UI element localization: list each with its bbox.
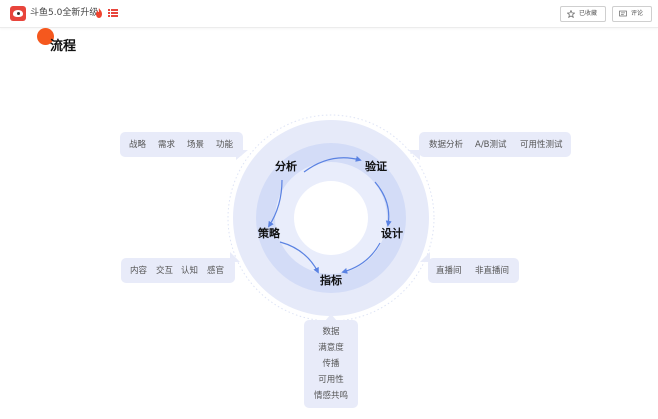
bubble-item: 需求 bbox=[158, 140, 176, 150]
bubble-tail bbox=[236, 150, 248, 160]
bubble-item: 可用性测试 bbox=[520, 140, 563, 150]
favorite-button[interactable]: 已收藏 bbox=[560, 6, 606, 22]
bubble-item: 情感共鸣 bbox=[313, 391, 348, 401]
node-strategy: 策略 bbox=[258, 227, 280, 240]
arrow-validation-to-design bbox=[374, 181, 392, 227]
bubble-item: 可用性 bbox=[318, 375, 344, 385]
bubble-top-right: 数据分析 A/B测试 可用性测试 bbox=[419, 132, 571, 157]
star-icon bbox=[567, 10, 575, 18]
section-title: 流程 bbox=[50, 39, 77, 54]
bubble-item: 直播间 bbox=[436, 266, 462, 276]
bubble-bottom: 数据 满意度 传播 可用性 情感共鸣 bbox=[304, 320, 358, 408]
arrow-design-to-metrics bbox=[341, 242, 381, 274]
bubble-top-left: 战略 需求 场景 功能 bbox=[120, 132, 243, 157]
node-validation: 验证 bbox=[365, 160, 387, 173]
bubble-tail bbox=[230, 252, 240, 262]
menu-list-icon[interactable] bbox=[108, 8, 118, 18]
comment-button[interactable]: 评论 bbox=[612, 6, 652, 22]
node-design: 设计 bbox=[381, 227, 403, 240]
arrow-analysis-to-validation bbox=[303, 155, 362, 173]
favorite-label: 已收藏 bbox=[579, 10, 598, 17]
center-hole bbox=[294, 181, 368, 255]
bubble-tail bbox=[420, 252, 430, 262]
bubble-item: 功能 bbox=[216, 140, 234, 150]
bubble-item: 数据 bbox=[322, 327, 340, 337]
node-metrics: 指标 bbox=[320, 274, 342, 287]
bubble-item: 传播 bbox=[322, 359, 340, 369]
bubble-item: 内容 bbox=[130, 266, 148, 276]
top-bar: 斗鱼5.0全新升级 已收藏 评论 bbox=[0, 0, 658, 28]
bubble-item: 感官 bbox=[207, 266, 225, 276]
arrow-strategy-to-analysis bbox=[268, 179, 283, 228]
douyu-logo-icon[interactable] bbox=[10, 6, 26, 21]
bubble-item: 数据分析 bbox=[429, 140, 464, 150]
bubble-item: 交互 bbox=[156, 266, 174, 276]
arrow-metrics-to-strategy bbox=[279, 241, 319, 274]
node-analysis: 分析 bbox=[275, 160, 297, 173]
bubble-tail bbox=[325, 314, 337, 321]
bubble-item: 认知 bbox=[181, 266, 199, 276]
flame-icon bbox=[96, 8, 102, 18]
outer-dotted-ring bbox=[227, 114, 435, 322]
bubble-mid-left: 内容 交互 认知 感官 bbox=[121, 258, 235, 283]
bubble-item: 非直播间 bbox=[475, 266, 510, 276]
site-title[interactable]: 斗鱼5.0全新升级 bbox=[30, 8, 99, 18]
bubble-mid-right: 直播间 非直播间 bbox=[428, 258, 519, 283]
bubble-item: A/B测试 bbox=[475, 140, 507, 150]
comment-icon bbox=[619, 10, 627, 17]
comment-label: 评论 bbox=[631, 10, 644, 17]
bubble-item: 满意度 bbox=[318, 343, 344, 353]
bubble-item: 场景 bbox=[187, 140, 205, 150]
section-accent-dot bbox=[37, 28, 54, 45]
bubble-item: 战略 bbox=[129, 140, 147, 150]
bubble-tail bbox=[408, 150, 420, 160]
